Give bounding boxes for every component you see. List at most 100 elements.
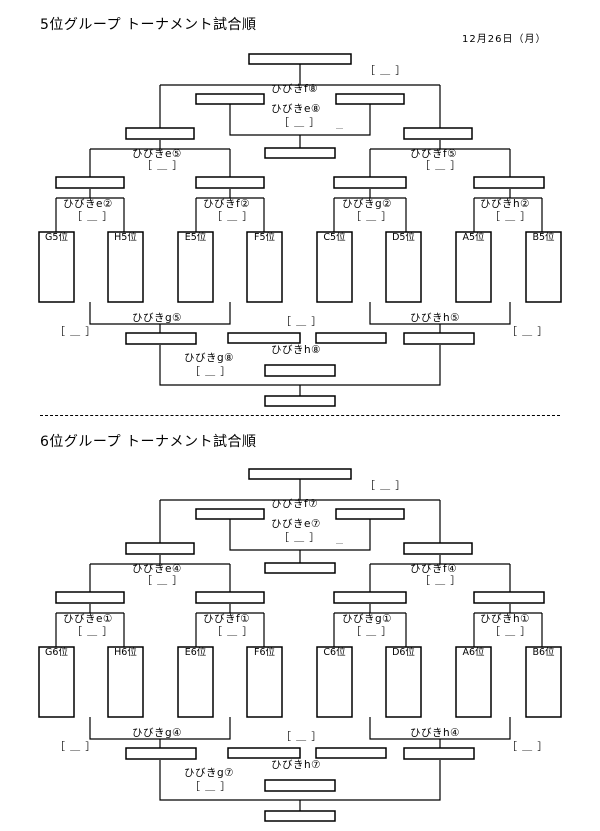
- match-box-qf: [125, 542, 195, 555]
- connector-final: [229, 103, 371, 148]
- connector-top: [159, 479, 441, 543]
- connector-r1-2: [195, 604, 265, 647]
- team-box: [107, 646, 144, 718]
- team-box: [246, 231, 283, 303]
- connector-right: [369, 140, 511, 177]
- bracket-slot: ［ ＿ ］: [490, 212, 532, 223]
- bracket-slot: ［ ＿ ］: [420, 576, 462, 587]
- team-label: F6位: [253, 647, 275, 658]
- team-box: [525, 646, 562, 718]
- match-label: ひびきe①: [63, 613, 113, 625]
- team-label: E5位: [184, 232, 207, 243]
- match-box-cons-mid: [227, 747, 301, 759]
- match-label: ひびきh①: [480, 613, 531, 625]
- team-box: [246, 646, 283, 718]
- team-label: A6位: [462, 647, 485, 658]
- match-box-qf: [403, 127, 473, 140]
- team-label: G6位: [45, 647, 68, 658]
- connector-r1-3: [333, 189, 407, 232]
- match-label: ひびきg④: [132, 727, 183, 739]
- connector-r1-1: [55, 604, 125, 647]
- match-box-sf: [335, 93, 405, 105]
- team-box: [385, 231, 422, 303]
- match-box-cons-final: [264, 395, 336, 407]
- bracket-slot: ［ ＿ ］: [72, 212, 114, 223]
- bracket-slot: ［ ＿ ］: [365, 66, 407, 77]
- match-label: ひびきe⑦: [271, 518, 321, 530]
- match-label: ひびきh⑧: [271, 344, 322, 356]
- match-label: ひびきe②: [63, 198, 113, 210]
- match-label: ひびきg⑤: [132, 312, 183, 324]
- team-label: E6位: [184, 647, 207, 658]
- team-box: [38, 231, 75, 303]
- bracket-slot: ［ ＿ ］: [351, 627, 393, 638]
- match-label: ひびきe④: [132, 563, 182, 575]
- match-label: ひびきe⑤: [132, 148, 182, 160]
- bracket-lines-1: [38, 468, 562, 822]
- team-box: [316, 231, 353, 303]
- bracket-slot: ［ ＿ ］: [142, 161, 184, 172]
- match-box-qf: [403, 542, 473, 555]
- connector-final: [229, 518, 371, 563]
- bracket-slot: ［ ＿ ］: [72, 627, 114, 638]
- match-label: ひびきh⑤: [410, 312, 461, 324]
- connector-cons-left: [89, 717, 231, 748]
- bracket-slot: ［ ＿ ］: [281, 317, 323, 328]
- team-label: D6位: [392, 647, 415, 658]
- match-box-cons: [403, 332, 475, 345]
- bracket-slot: ［ ＿ ］: [507, 327, 549, 338]
- team-box: [525, 231, 562, 303]
- team-label: H6位: [114, 647, 137, 658]
- team-label: F5位: [253, 232, 275, 243]
- match-label: ひびきf④: [410, 563, 458, 575]
- bracket-slot: ［ ＿ ］: [281, 732, 323, 743]
- match-box-r1: [333, 176, 407, 189]
- match-label: ひびきf⑦: [271, 498, 319, 510]
- dash-mark: ＿: [336, 122, 344, 130]
- match-label: ひびきf②: [203, 198, 251, 210]
- team-label: B5位: [532, 232, 555, 243]
- connector-r1-4: [473, 604, 543, 647]
- match-box-sf: [335, 508, 405, 520]
- match-label: ひびきf⑧: [271, 83, 319, 95]
- match-label: ひびきf⑤: [410, 148, 458, 160]
- match-box-final: [248, 53, 352, 65]
- match-box-cons-final: [264, 810, 336, 822]
- team-box: [455, 231, 492, 303]
- bracket-slot: ［ ＿ ］: [212, 212, 254, 223]
- match-box-cons-sf: [264, 364, 336, 377]
- team-label: C6位: [323, 647, 346, 658]
- match-box-r1: [195, 176, 265, 189]
- match-box-r1: [333, 591, 407, 604]
- bracket-lines-0: [38, 53, 562, 407]
- connector-r1-2: [195, 189, 265, 232]
- team-label: A5位: [462, 232, 485, 243]
- match-label: ひびきe⑧: [271, 103, 321, 115]
- bracket-slot: ［ ＿ ］: [420, 161, 462, 172]
- team-box: [107, 231, 144, 303]
- match-label: ひびきg⑧: [184, 352, 235, 364]
- match-label: ひびきh②: [480, 198, 531, 210]
- connector-r1-3: [333, 604, 407, 647]
- match-box-cons: [403, 747, 475, 760]
- match-box-sf: [195, 508, 265, 520]
- team-box: [385, 646, 422, 718]
- team-label: C5位: [323, 232, 346, 243]
- section-title-6th: 6位グループ トーナメント試合順: [40, 434, 257, 450]
- bracket-slot: ［ ＿ ］: [507, 742, 549, 753]
- match-label: ひびきf①: [203, 613, 251, 625]
- dash-mark: ＿: [336, 537, 344, 545]
- connector-r1-4: [473, 189, 543, 232]
- match-box-qf: [125, 127, 195, 140]
- match-box-sf: [195, 93, 265, 105]
- team-box: [316, 646, 353, 718]
- connector-r1-1: [55, 189, 125, 232]
- match-box-cons-sf: [264, 779, 336, 792]
- match-box-cons: [125, 332, 197, 345]
- bracket-slot: ［ ＿ ］: [142, 576, 184, 587]
- match-box-cons-mid: [227, 332, 301, 344]
- connector-left: [89, 555, 231, 592]
- connector-cons-right: [369, 717, 511, 748]
- bracket-slot: ［ ＿ ］: [351, 212, 393, 223]
- match-box-3rd: [264, 147, 336, 159]
